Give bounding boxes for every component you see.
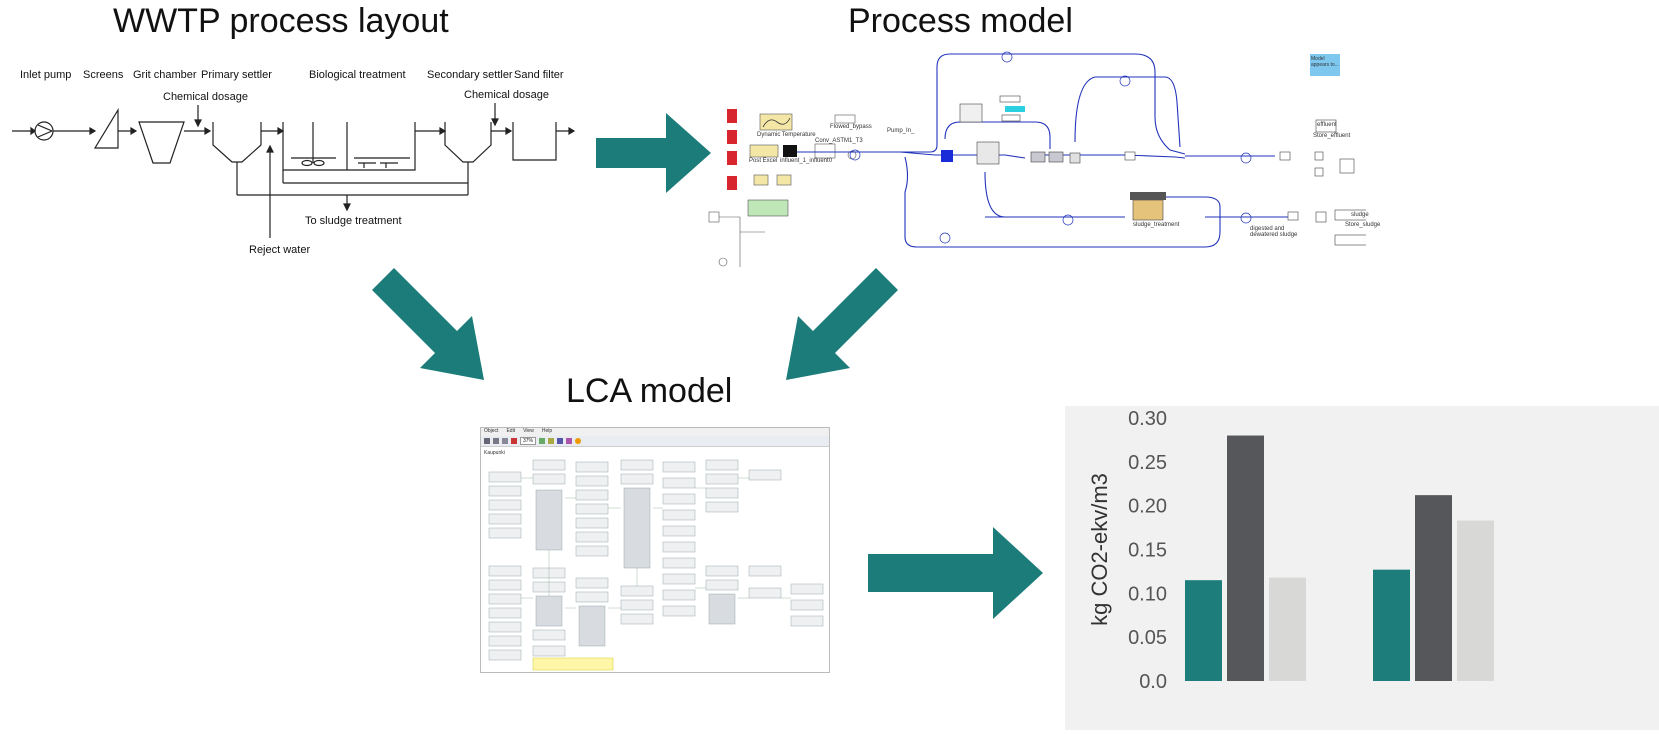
pm-label-conv: Conv_ASTM1_T3: [815, 138, 863, 144]
label-bio: Biological treatment: [309, 69, 406, 81]
lca-tool-icon[interactable]: [566, 438, 573, 444]
bar-series-2-group-1: [1227, 435, 1264, 681]
lca-tool-icon[interactable]: [502, 438, 508, 444]
y-tick-label: 0.25: [1128, 452, 1167, 474]
label-chem2: Chemical dosage: [464, 89, 549, 101]
y-tick-label: 0.0: [1139, 671, 1167, 693]
arrow-process-to-lca: [786, 268, 898, 380]
label-secondary: Secondary settler: [427, 69, 513, 81]
process-model-diagram: [708, 51, 1384, 267]
pm-label-dyn-temp: Dynamic Temperature: [757, 132, 816, 138]
pm-label-effluent: effluent: [1317, 122, 1337, 128]
chart-panel: 0.0 0.05 0.10 0.15 0.20 0.25 0.30 kg CO2-ekv/m3: [1065, 406, 1659, 730]
y-tick-label: 0.15: [1128, 540, 1167, 562]
pm-label-store-eff: Store_effluent: [1313, 133, 1351, 139]
bar-series-1-group-1: [1185, 580, 1222, 681]
label-screens: Screens: [83, 69, 124, 81]
arrow-lca-to-chart: [868, 527, 1043, 619]
pm-label-store-sludge: Store_sludge: [1345, 222, 1381, 228]
lca-tool-icon[interactable]: [548, 438, 555, 444]
y-tick-label: 0.20: [1128, 496, 1167, 518]
lca-tool-icon[interactable]: [539, 438, 546, 444]
layout-title: WWTP process layout: [113, 2, 449, 40]
label-inlet-pump: Inlet pump: [20, 69, 72, 81]
lca-menu-edit[interactable]: Edit: [506, 428, 516, 434]
lca-tool-icon[interactable]: [493, 438, 499, 444]
lca-tool-icon[interactable]: [557, 438, 564, 444]
label-primary: Primary settler: [201, 69, 272, 81]
pm-label-sludge: sludge: [1351, 212, 1369, 218]
y-tick-label: 0.10: [1128, 583, 1167, 605]
bar-series-3-group-1: [1269, 577, 1306, 681]
pm-label-post-excel: Post Excel: [749, 158, 778, 164]
lca-menu-help[interactable]: Help: [541, 428, 553, 434]
pm-label-pump-in: Pump_In_: [887, 128, 915, 134]
process-title: Process model: [848, 2, 1073, 40]
lca-tool-icon[interactable]: [484, 438, 490, 444]
lca-toolbar: 37%: [481, 436, 829, 447]
lca-graph: [488, 459, 824, 671]
lca-window: Object Edit View Help 37% Kaupunki: [480, 427, 830, 673]
lca-header: Kaupunki: [484, 450, 505, 456]
y-tick-label: 0.05: [1128, 627, 1167, 649]
label-sand: Sand filter: [514, 69, 564, 81]
y-axis-label: kg CO2-ekv/m3: [1087, 473, 1112, 626]
y-tick-label: 0.30: [1128, 408, 1167, 430]
pm-label-note: Model appears to...: [1311, 56, 1339, 68]
co2-bar-chart: 0.0 0.05 0.10 0.15 0.20 0.25 0.30 kg CO2-ekv/m3: [1087, 408, 1494, 693]
arrow-layout-to-lca: [372, 268, 484, 380]
label-chem1: Chemical dosage: [163, 91, 248, 103]
label-reject: Reject water: [249, 244, 311, 256]
lca-zoom-select[interactable]: 37%: [520, 437, 537, 445]
bar-series-1-group-2: [1373, 569, 1410, 681]
lca-menubar: Object Edit View Help: [481, 428, 829, 436]
process-model-canvas: Dynamic Temperature Post Excel influent_…: [705, 42, 1384, 272]
arrow-layout-to-process: [596, 113, 711, 193]
lca-menu-view[interactable]: View: [523, 428, 534, 434]
bar-series-2-group-2: [1415, 495, 1452, 681]
pm-label-digested: digested and dewatered sludge: [1250, 226, 1298, 238]
wwtp-layout-diagram: [12, 103, 576, 238]
label-sludge: To sludge treatment: [305, 215, 402, 227]
pm-label-bypass: Flowed_bypass: [830, 124, 872, 130]
bar-series-3-group-2: [1457, 520, 1494, 681]
lca-menu-object[interactable]: Object: [484, 428, 499, 434]
pm-label-influent: influent_1_influent0: [780, 158, 833, 164]
lca-title: LCA model: [566, 372, 733, 410]
lca-delete-icon[interactable]: [511, 438, 517, 444]
label-grit: Grit chamber: [133, 69, 197, 81]
lca-help-icon[interactable]: [575, 438, 582, 444]
pm-label-sludge-treatment: sludge_treatment: [1133, 222, 1180, 228]
